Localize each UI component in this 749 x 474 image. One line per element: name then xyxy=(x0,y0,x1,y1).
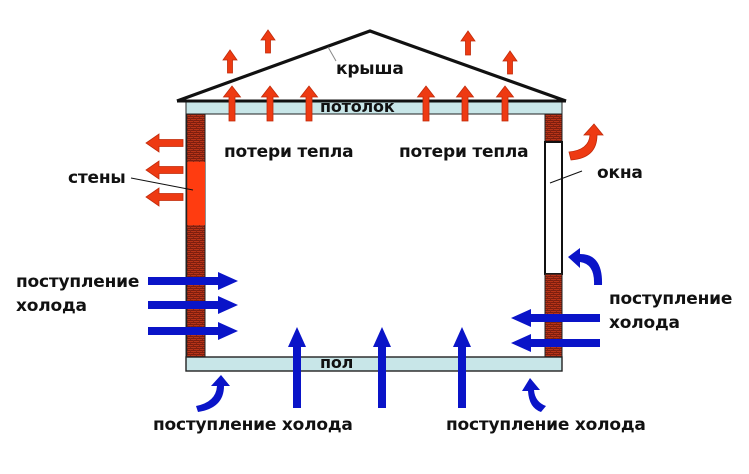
curved-arrows xyxy=(196,123,604,412)
floor-cold-inflow-arrow xyxy=(453,327,471,408)
cold-inflow-label-bottom-left: поступление холода xyxy=(153,415,353,435)
roof-heat-loss-arrow xyxy=(260,29,276,54)
floor xyxy=(185,356,563,372)
ceiling-heat-loss-arrow xyxy=(260,85,280,122)
roof-label-leader xyxy=(327,46,337,62)
cold-inflow-label-right-line2: холода xyxy=(609,313,680,333)
roof-heat-loss-arrow xyxy=(460,30,476,56)
cold-inflow-label-right: поступление холода xyxy=(609,287,732,335)
cold-inflow-arrows xyxy=(148,272,600,408)
roof-outline xyxy=(176,29,567,103)
window-label-leader xyxy=(549,170,583,184)
ceiling-heat-loss-arrow xyxy=(416,85,436,122)
window xyxy=(544,141,563,275)
windows-label: окна xyxy=(597,163,643,183)
cold-inflow-label-left: поступление холода xyxy=(16,270,139,318)
right-wall-cold-inflow-arrow xyxy=(511,309,600,327)
floor-label: пол xyxy=(320,353,354,372)
right-wall xyxy=(544,113,583,358)
roof-label: крыша xyxy=(336,59,404,79)
heat-loss-label-right: потери тепла xyxy=(399,142,529,162)
wall-heat-loss-arrow xyxy=(145,160,184,180)
cold-inflow-label-left-line1: поступление xyxy=(16,272,140,292)
left-wall-heat-zone xyxy=(187,162,205,225)
ceiling-heat-loss-arrow xyxy=(455,85,475,122)
ceiling-heat-loss-arrow xyxy=(495,85,515,122)
roof-heat-loss-arrow xyxy=(222,49,238,74)
ceiling-heat-loss-arrow xyxy=(222,85,242,122)
roof xyxy=(176,29,567,103)
heat-loss-arrows xyxy=(145,29,518,207)
ceiling-heat-loss-arrow xyxy=(299,85,319,122)
floor-cold-inflow-arrow xyxy=(288,327,306,408)
heat-loss-label-left: потери тепла xyxy=(224,142,354,162)
left-wall xyxy=(185,113,206,358)
floor-left-cold-inflow-curved-arrow xyxy=(196,375,230,412)
roof-heat-loss-arrow xyxy=(502,50,518,75)
wall-heat-loss-arrow xyxy=(145,133,184,153)
walls-label-leader xyxy=(130,177,194,191)
wall-heat-loss-arrow xyxy=(145,187,184,207)
floor-right-cold-inflow-curved-arrow xyxy=(522,378,546,412)
window-cold-inflow-curved-arrow xyxy=(568,248,603,285)
right-wall-brick-top xyxy=(544,113,563,143)
window-heat-loss-curved-arrow xyxy=(568,123,604,161)
cold-inflow-label-bottom-right: поступление холода xyxy=(446,415,646,435)
floor-cold-inflow-arrow xyxy=(373,327,391,408)
ceiling-label: потолок xyxy=(320,97,395,116)
left-wall-cold-inflow-arrow xyxy=(148,272,238,290)
right-wall-cold-inflow-arrow xyxy=(511,334,600,352)
floor-slab xyxy=(185,356,563,372)
left-wall-brick xyxy=(185,113,206,358)
cold-inflow-label-right-line1: поступление xyxy=(609,289,733,309)
cold-inflow-label-left-line2: холода xyxy=(16,296,87,316)
left-wall-cold-inflow-arrow xyxy=(148,296,238,314)
left-wall-cold-inflow-arrow xyxy=(148,322,238,340)
walls-label: стены xyxy=(68,168,126,188)
